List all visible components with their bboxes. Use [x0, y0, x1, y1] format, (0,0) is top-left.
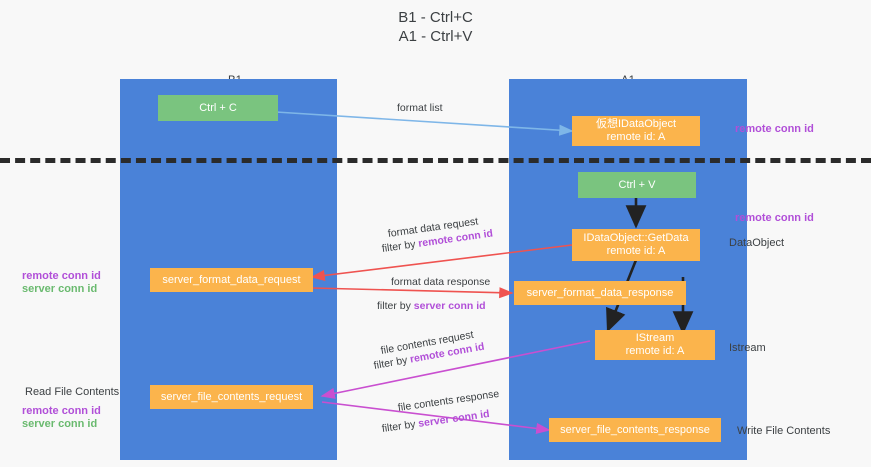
box-server-file-contents-request[interactable]: server_file_contents_request: [150, 385, 313, 409]
annotation-left-server-conn-id-2: server conn id: [22, 418, 98, 430]
annotation-remote-conn-id-top: remote conn id: [735, 123, 814, 135]
edge-label-format-data-response: format data response: [391, 276, 491, 288]
edge-label-file-contents-response-filter: filter by server conn id: [381, 408, 490, 436]
annotation-dataobject: DataObject: [729, 237, 785, 249]
annotation-left-remote-conn-id-2: remote conn id: [22, 405, 101, 417]
filter-key-server-conn-id: server conn id: [417, 407, 491, 430]
filter-prefix: filter by: [372, 353, 412, 372]
annotation-left-remote-conn-id: remote conn id: [22, 270, 101, 282]
box-idataobject-remote[interactable]: 仮想IDataObject remote id: A: [572, 116, 700, 146]
box-ctrl-v[interactable]: Ctrl + V: [578, 172, 696, 198]
section-divider: [0, 158, 871, 163]
filter-prefix: filter by: [381, 417, 420, 435]
edge-label-format-list: format list: [397, 102, 443, 114]
edge-label-format-data-response-filter: filter by server conn id: [377, 300, 486, 313]
box-server-format-data-request[interactable]: server_format_data_request: [150, 268, 313, 292]
box-idataobject-getdata[interactable]: IDataObject::GetData remote id: A: [572, 229, 700, 261]
box-server-format-data-response[interactable]: server_format_data_response: [514, 281, 686, 305]
box-istream[interactable]: IStream remote id: A: [595, 330, 715, 360]
filter-prefix: filter by: [381, 237, 420, 255]
annotation-remote-conn-id-mid: remote conn id: [735, 212, 814, 224]
filter-prefix: filter by: [377, 300, 414, 312]
annotation-read-file-contents: Read File Contents: [25, 386, 120, 398]
page-title: B1 - Ctrl+C A1 - Ctrl+V: [398, 9, 473, 45]
annotation-left-server-conn-id: server conn id: [22, 283, 98, 295]
box-ctrl-c[interactable]: Ctrl + C: [158, 95, 278, 121]
filter-key-server-conn-id: server conn id: [413, 300, 486, 312]
box-server-file-contents-response[interactable]: server_file_contents_response: [549, 418, 721, 442]
annotation-istream: Istream: [729, 342, 766, 354]
annotation-write-file-contents: Write File Contents: [737, 425, 831, 437]
